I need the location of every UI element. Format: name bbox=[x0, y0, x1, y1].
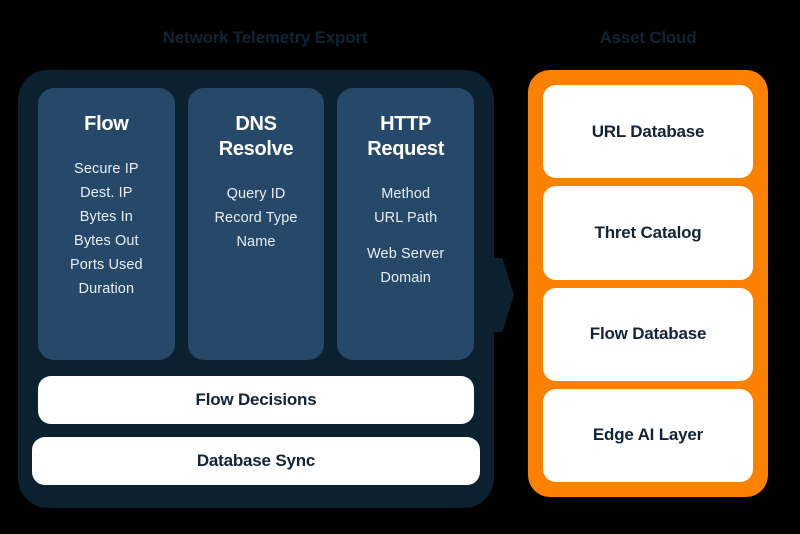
right-section-title: Asset Cloud bbox=[599, 28, 697, 47]
list-item: Name bbox=[236, 234, 276, 250]
flow-decisions-bar[interactable]: Flow Decisions bbox=[38, 376, 474, 424]
list-item: Record Type bbox=[214, 210, 298, 226]
telemetry-columns: Flow Secure IP Dest. IP Bytes In Bytes O… bbox=[38, 88, 475, 360]
left-section-title: Network Telemetry Export bbox=[162, 28, 368, 47]
telemetry-card-items: Method URL Path Web Server Domain bbox=[345, 182, 466, 290]
asset-card-url-database[interactable]: URL Database bbox=[543, 85, 753, 179]
telemetry-card-title: HTTP Request bbox=[367, 113, 445, 160]
list-item: Secure IP bbox=[74, 161, 139, 177]
list-item: Ports Used bbox=[69, 257, 143, 273]
list-item: Bytes Out bbox=[74, 233, 139, 249]
telemetry-card-dns-resolve[interactable]: DNS Resolve Query ID Record Type Name bbox=[187, 88, 325, 360]
asset-card-flow-database[interactable]: Flow Database bbox=[543, 287, 753, 381]
asset-card-edge-ai-layer[interactable]: Edge AI Layer bbox=[543, 388, 753, 482]
database-sync-bar[interactable]: Database Sync bbox=[32, 437, 480, 485]
telemetry-card-http-request[interactable]: HTTP Request Method URL Path Web Server … bbox=[337, 88, 475, 360]
telemetry-card-items: Secure IP Dest. IP Bytes In Bytes Out Po… bbox=[46, 157, 167, 301]
list-item: Query ID bbox=[226, 186, 286, 202]
telemetry-card-flow[interactable]: Flow Secure IP Dest. IP Bytes In Bytes O… bbox=[38, 88, 175, 360]
telemetry-card-title: Flow bbox=[84, 113, 129, 135]
asset-cloud-card-stack: URL Database Thret Catalog Flow Database… bbox=[543, 85, 753, 482]
telemetry-card-items: Query ID Record Type Name bbox=[196, 182, 317, 254]
list-item: Dest. IP bbox=[80, 185, 133, 201]
list-item: Method bbox=[381, 186, 431, 202]
list-item: Duration bbox=[78, 281, 135, 297]
list-item: Bytes In bbox=[79, 209, 133, 225]
arrow-right-icon bbox=[488, 258, 514, 332]
asset-card-thret-catalog[interactable]: Thret Catalog bbox=[543, 186, 753, 280]
telemetry-card-title: DNS Resolve bbox=[218, 113, 294, 160]
list-item: URL Path bbox=[374, 210, 438, 226]
list-item: Web Server Domain bbox=[367, 246, 445, 286]
